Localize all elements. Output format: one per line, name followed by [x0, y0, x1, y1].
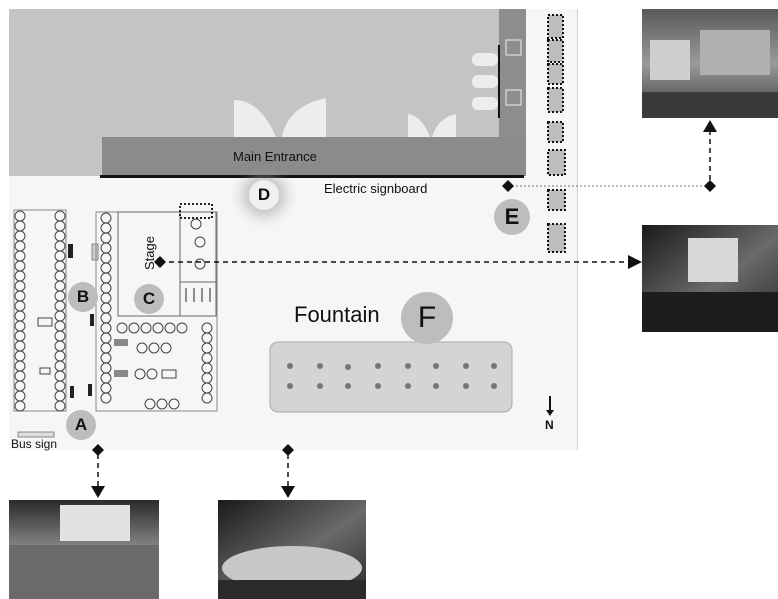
bus-sign-label: Bus sign: [11, 437, 58, 451]
main-entrance-label: Main Entrance: [233, 149, 317, 164]
seating-circles-c: [100, 212, 213, 410]
fountain-pool: [269, 341, 513, 413]
bus-sign-marker: [17, 431, 55, 438]
stage-label: Stage: [142, 236, 157, 270]
arrow-head-a: [91, 486, 105, 498]
leaf-shape: [432, 114, 456, 137]
photo-f: [218, 500, 366, 599]
leaf-shape: [282, 98, 326, 137]
table-rect: [114, 370, 128, 377]
table-rect: [37, 317, 53, 327]
photo-a: [9, 500, 159, 599]
diamond-stage: [154, 256, 166, 268]
seating-circles-b: [14, 210, 66, 412]
pill-shape: [472, 97, 498, 110]
stage-right: [179, 211, 217, 317]
window-square: [505, 39, 522, 56]
marker-a: A: [66, 410, 96, 440]
table-rect: [114, 339, 128, 346]
fountain-label: Fountain: [294, 302, 380, 327]
arrow-head-stage: [628, 255, 642, 269]
trees-c: [179, 203, 213, 219]
marker-e: E: [494, 199, 530, 235]
marker-d: D: [249, 180, 279, 210]
pill-shape: [472, 53, 498, 66]
north-label: N: [545, 418, 554, 432]
marker-b: B: [68, 282, 98, 312]
diamond-a: [92, 444, 104, 456]
leaf-shape: [234, 100, 276, 137]
shrubs: [68, 244, 94, 398]
diamond-e-right: [704, 180, 716, 192]
window-square: [505, 89, 522, 106]
stage-marks: [185, 288, 211, 302]
marker-f: F: [401, 292, 453, 344]
north-arrow-head: [546, 410, 554, 416]
arrow-head-f: [281, 486, 295, 498]
pill-shape: [472, 75, 498, 88]
photo-stage: [642, 225, 778, 332]
marker-c: C: [134, 284, 164, 314]
electric-signboard-line: [100, 175, 524, 178]
main-entrance-bar: [102, 137, 526, 176]
diamond-e: [502, 180, 514, 192]
table-rect: [39, 367, 51, 375]
photo-e: [642, 9, 778, 118]
post: [91, 243, 99, 261]
leaf-shape: [408, 114, 430, 137]
diamond-f: [282, 444, 294, 456]
fountain-jets: [287, 363, 497, 389]
tree-column: [547, 14, 566, 253]
area-b-outline: [13, 209, 67, 412]
electric-signboard-label: Electric signboard: [324, 181, 428, 196]
arrow-head-e: [703, 120, 717, 132]
table-rect: [161, 369, 177, 379]
